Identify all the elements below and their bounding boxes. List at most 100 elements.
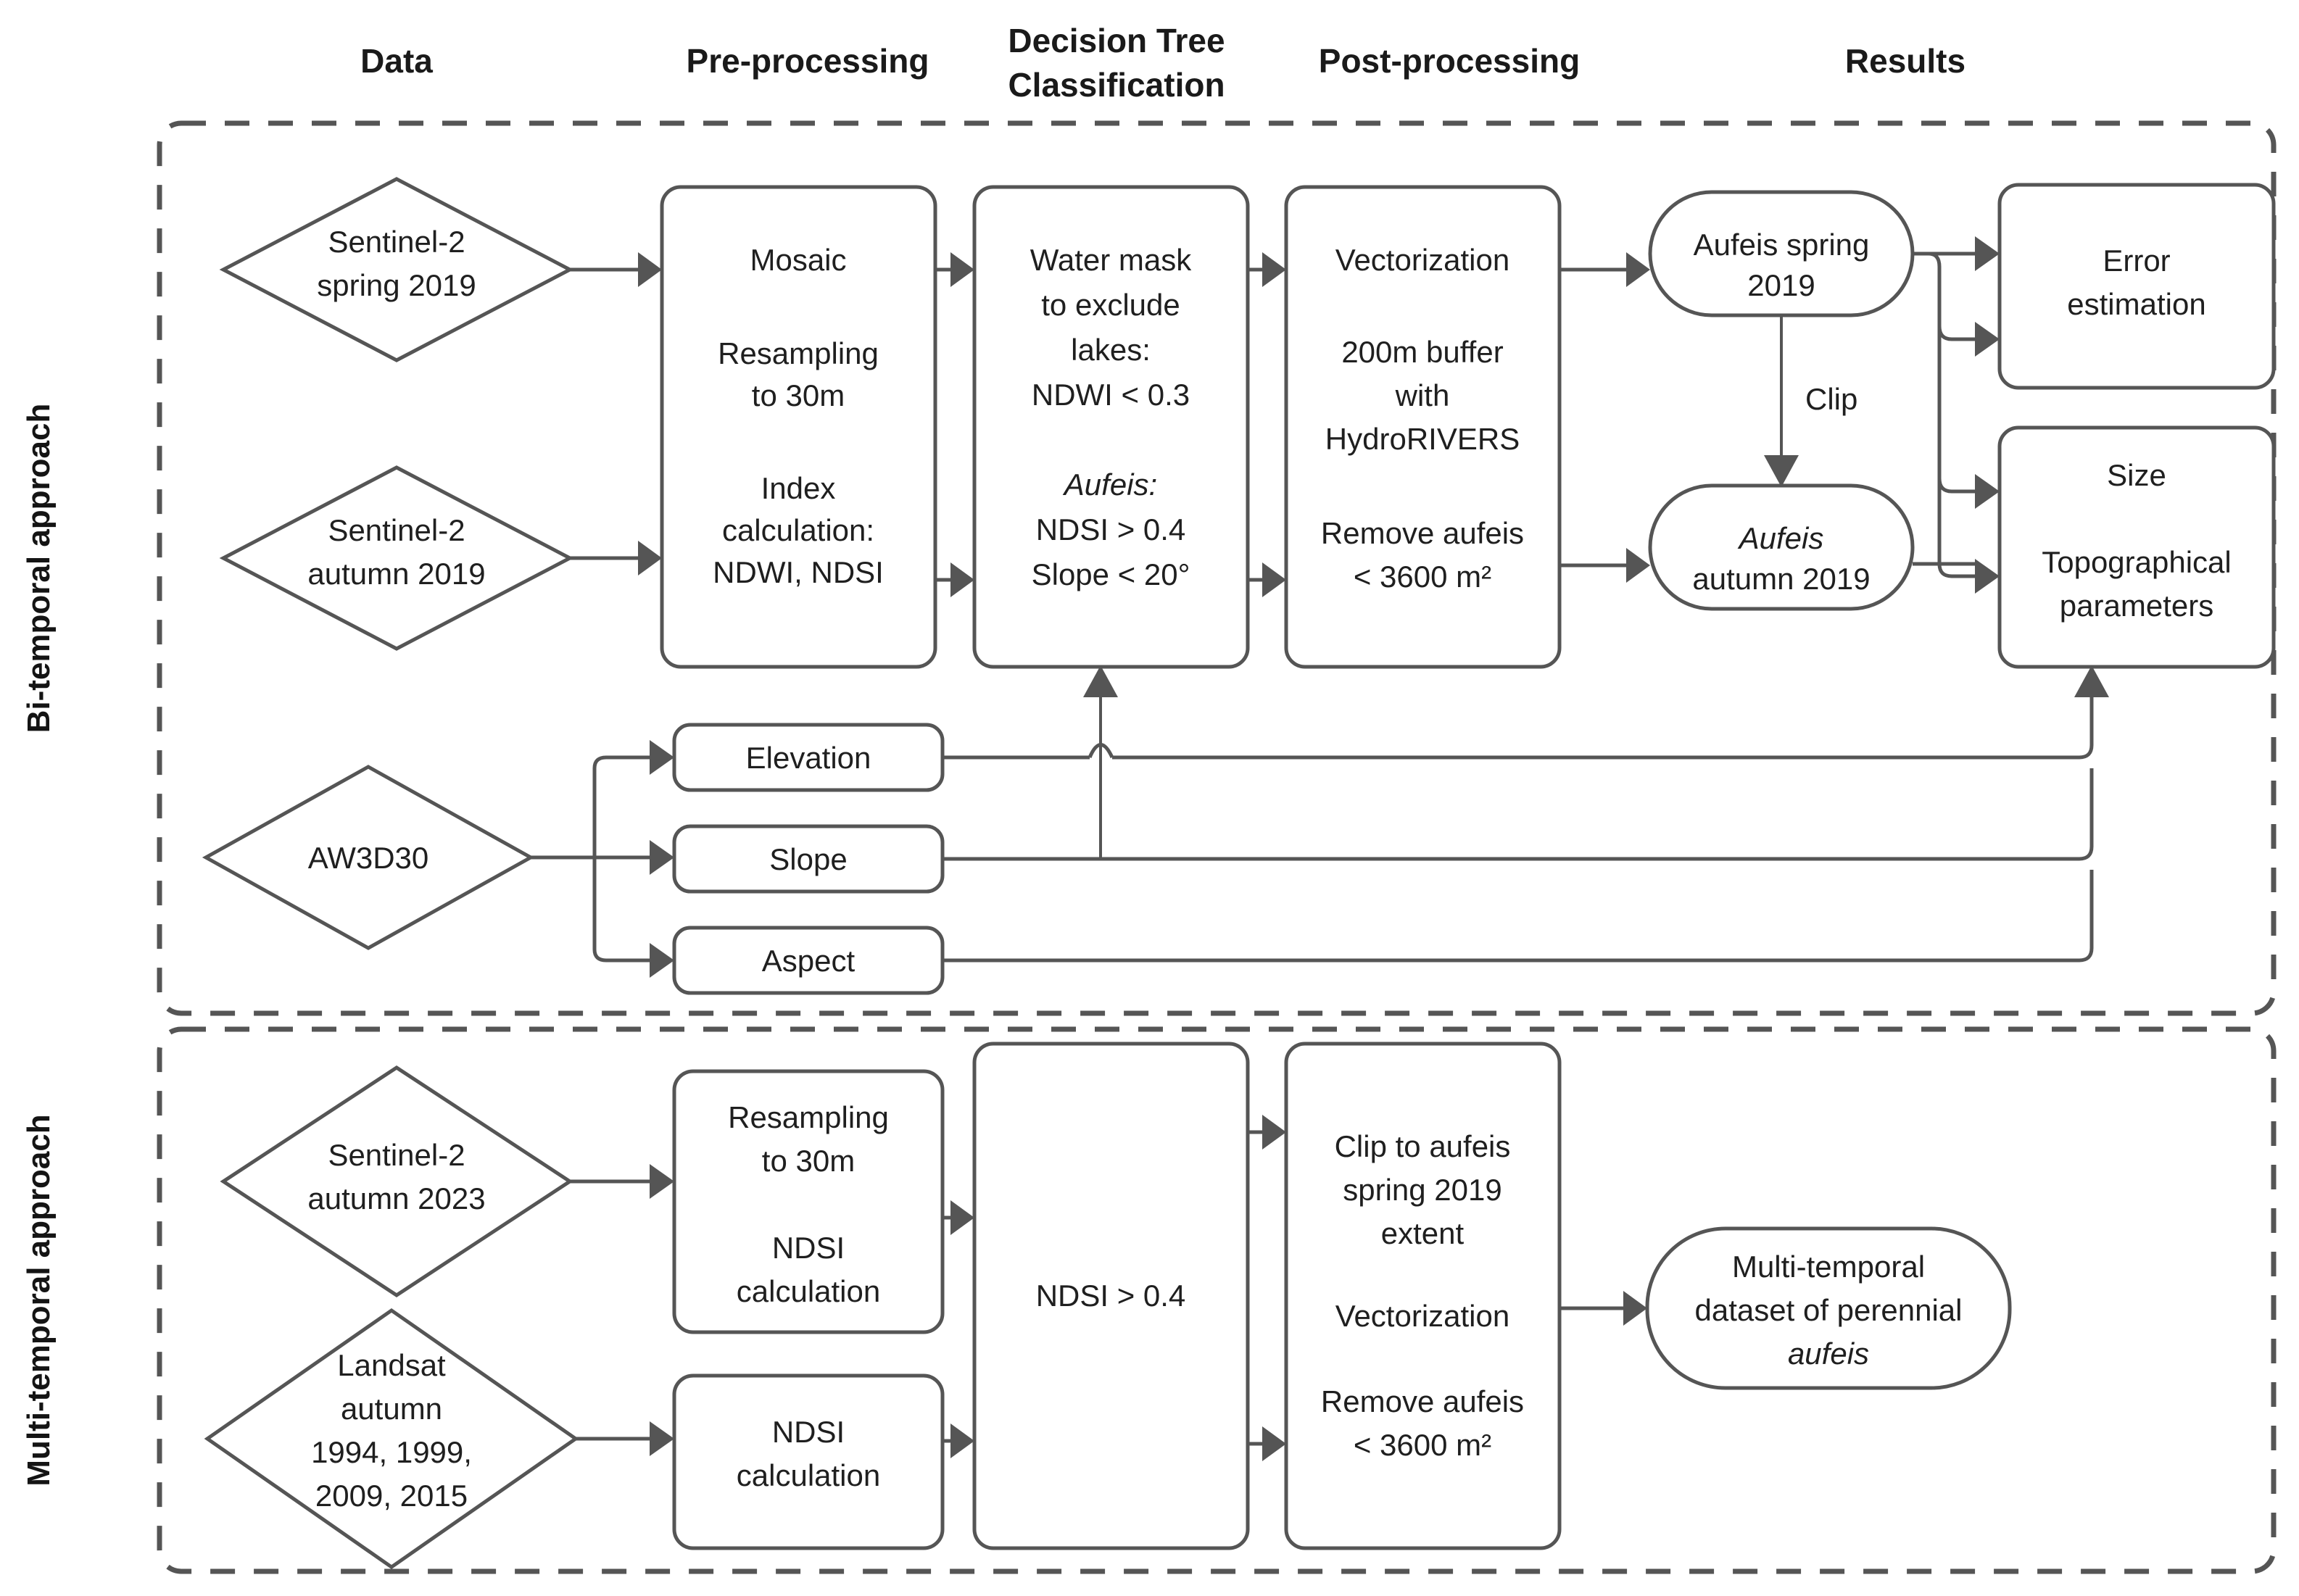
- pp-aufeis-word: aufeis: [1443, 516, 1524, 550]
- node-landsat-line2: autumn: [341, 1392, 442, 1426]
- mt-result-line2: dataset of perennial: [1695, 1293, 1963, 1327]
- pill-autumn-line2: autumn 2019: [1692, 562, 1870, 596]
- edge-mt-decisiontree-to-postprocessing-bottom: [1248, 1426, 1286, 1461]
- mt-pp-line-extent: extent: [1381, 1216, 1465, 1250]
- topo-line-size: Size: [2107, 458, 2166, 492]
- edge-slope-to-topo: [943, 768, 2094, 861]
- topo-line-parameters: parameters: [2060, 589, 2213, 623]
- pp-line-vectorization: Vectorization: [1335, 243, 1509, 277]
- edge-aw3d30-to-slope: [531, 840, 674, 875]
- column-header-preprocessing: Pre-processing: [687, 42, 929, 80]
- pill-spring-line2: 2019: [1747, 268, 1815, 302]
- mt-pp1-line-calculation: calculation: [737, 1274, 880, 1308]
- node-slope-label: Slope: [769, 842, 847, 876]
- preprocessing-line-calculation: calculation:: [722, 513, 874, 547]
- multitemporal-container: [157, 1026, 2277, 1574]
- dt-line-lakes: lakes:: [1071, 333, 1151, 367]
- mt-pp-line-remove: Remove aufeis: [1321, 1384, 1524, 1418]
- pp-line-hydrorivers: HydroRIVERS: [1325, 422, 1520, 456]
- edge-mt-pp2-to-decisiontree: [943, 1423, 974, 1458]
- node-sentinel2-spring-2019[interactable]: [219, 177, 574, 362]
- error-estimation-line1: Error: [2103, 244, 2170, 278]
- preprocessing-line-resampling: Resampling: [718, 336, 879, 370]
- mt-clip-word: Clip to: [1335, 1129, 1430, 1163]
- edge-decisiontree-to-postprocessing-top: [1248, 252, 1286, 287]
- dt-line-watermask: Water mask: [1030, 243, 1192, 277]
- mt-pp1-line-ndsi: NDSI: [772, 1231, 845, 1265]
- node-elevation-label: Elevation: [746, 741, 871, 775]
- edge-mt-postprocessing-to-result: [1559, 1291, 1647, 1326]
- column-header-decision-tree-line2: Classification: [1008, 66, 1225, 104]
- mt-pp-line-spring2019: spring 2019: [1343, 1173, 1502, 1207]
- node-preprocessing-bitemporal[interactable]: [660, 185, 937, 669]
- node-error-estimation[interactable]: [1997, 183, 2276, 390]
- mt-result-line3: aufeis: [1788, 1337, 1869, 1371]
- node-aspect-label: Aspect: [762, 944, 856, 978]
- mt-result-line1: Multi-temporal: [1732, 1250, 1925, 1284]
- column-header-results: Results: [1845, 42, 1965, 80]
- node-aw3d30-label: AW3D30: [308, 841, 429, 875]
- pp-line-buffer: 200m buffer: [1341, 335, 1503, 369]
- dt-line-slope: Slope < 20°: [1032, 557, 1190, 591]
- node-sentinel2-autumn-2019[interactable]: [219, 465, 574, 651]
- node-mt-decision-tree[interactable]: [972, 1042, 1250, 1550]
- node-size-topographical-parameters[interactable]: [1997, 425, 2276, 669]
- edge-spring-to-preprocessing: [570, 252, 662, 287]
- edge-landsat-to-mt-pp2: [576, 1421, 674, 1456]
- edge-crossing-bridge: [1088, 743, 1114, 759]
- pp-line-remove-aufeis: Remove aufeis: [1321, 516, 1524, 550]
- edge-preprocessing-to-decisiontree-top: [935, 252, 974, 287]
- node-decision-tree-bitemporal[interactable]: [972, 185, 1250, 669]
- dt-line-ndsi: NDSI > 0.4: [1036, 512, 1186, 546]
- mt-pp1-line-to30m: to 30m: [762, 1144, 855, 1178]
- edge-s2-2023-to-mt-pp1: [570, 1164, 674, 1199]
- node-landsat-line4: 2009, 2015: [315, 1479, 468, 1513]
- edge-aw3d30-to-aspect: [592, 857, 674, 978]
- dt-line-aufeis: Aufeis:: [1062, 467, 1157, 502]
- dt-line-ndwi: NDWI < 0.3: [1032, 378, 1190, 412]
- node-sentinel2-autumn-2019-line2: autumn 2019: [307, 557, 485, 591]
- pill-spring-season: spring: [1778, 228, 1869, 262]
- node-mt-postprocessing[interactable]: [1284, 1042, 1562, 1550]
- node-sentinel2-autumn-2019-line1: Sentinel-2: [328, 513, 465, 547]
- edge-trunk-to-error-estimation-2: [1937, 322, 2000, 357]
- edge-autumn-to-preprocessing: [570, 541, 662, 575]
- mt-pp2-line-ndsi: NDSI: [772, 1415, 845, 1449]
- preprocessing-line-mosaic: Mosaic: [750, 243, 846, 277]
- side-label-multitemporal: Multi-temporal approach: [21, 1114, 57, 1486]
- node-postprocessing-bitemporal[interactable]: [1284, 185, 1562, 669]
- node-aw3d30[interactable]: [202, 765, 535, 950]
- node-landsat-line1: Landsat: [337, 1348, 446, 1382]
- mt-clip-aufeis: aufeis: [1429, 1129, 1510, 1163]
- mt-pp-line-vectorization: Vectorization: [1335, 1299, 1509, 1333]
- pp-line-area: < 3600 m²: [1354, 560, 1491, 594]
- preprocessing-line-to30m: to 30m: [752, 378, 845, 412]
- edge-clip-spring-to-autumn: [1764, 315, 1799, 487]
- node-mt-preprocessing-resampling[interactable]: [672, 1069, 945, 1334]
- mt-remove-aufeis: aufeis: [1443, 1384, 1524, 1418]
- node-sentinel2-spring-2019-line2: spring 2019: [317, 268, 476, 302]
- pp-line-with: with: [1395, 378, 1450, 412]
- pill-spring-aufeis: Aufeis: [1694, 228, 1778, 262]
- pill-spring-line1: Aufeis spring: [1694, 228, 1870, 262]
- node-sentinel2-spring-2019-line1: Sentinel-2: [328, 225, 465, 259]
- mt-pp-line-area: < 3600 m²: [1354, 1428, 1491, 1462]
- edge-trunk-to-topo-1: [1937, 474, 2000, 509]
- edge-spring-trunk-routing: [1913, 252, 2000, 594]
- side-label-bitemporal: Bi-temporal approach: [21, 404, 57, 733]
- node-landsat-autumn[interactable]: [204, 1308, 579, 1570]
- dt-line-toexclude: to exclude: [1041, 288, 1180, 322]
- mt-pp1-line-resampling: Resampling: [728, 1100, 889, 1134]
- edge-preprocessing-to-decisiontree-bottom: [935, 562, 974, 597]
- node-sentinel2-autumn-2023[interactable]: [220, 1065, 573, 1297]
- edge-mt-pp1-to-decisiontree: [943, 1200, 974, 1235]
- node-mt-preprocessing-ndsi[interactable]: [672, 1373, 945, 1550]
- edge-elevation-to-topo: [943, 665, 2109, 760]
- edge-postprocessing-to-aufeis-spring: [1559, 252, 1650, 287]
- edge-decisiontree-to-postprocessing-bottom: [1248, 562, 1286, 597]
- edge-slope-to-decisiontree: [1083, 665, 1118, 859]
- edge-label-clip: Clip: [1805, 382, 1857, 416]
- preprocessing-line-index: Index: [761, 471, 836, 505]
